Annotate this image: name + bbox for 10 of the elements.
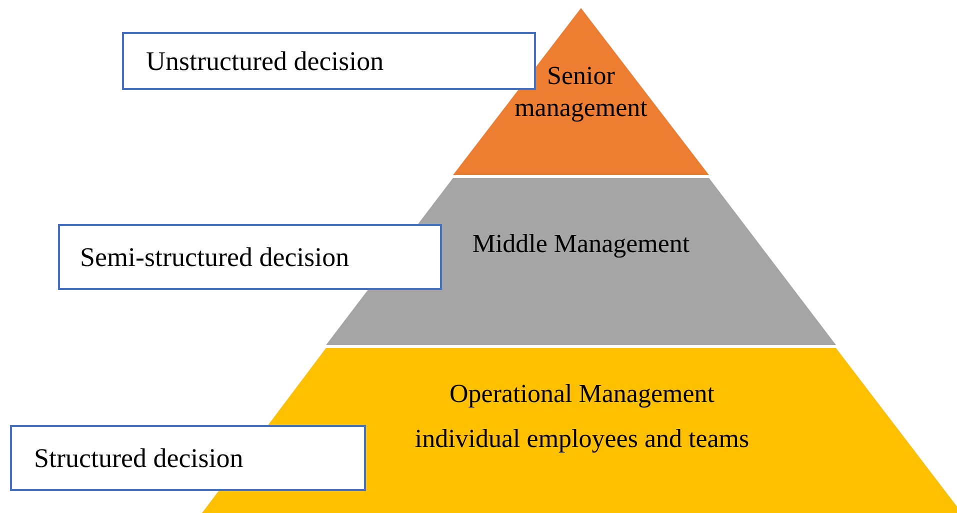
- decision-label: Unstructured decision: [146, 46, 384, 76]
- tier-label: Senior management: [514, 60, 648, 124]
- label-box: [58, 224, 442, 290]
- tier-label: individual employees and teams: [414, 423, 750, 455]
- label-box: [10, 425, 366, 491]
- label-box: [122, 32, 536, 90]
- tier-label: Middle Management: [472, 228, 690, 260]
- decision-label: Semi-structured decision: [80, 242, 350, 272]
- tier-label: Operational Management: [450, 378, 714, 410]
- decision-label: Structured decision: [34, 442, 244, 474]
